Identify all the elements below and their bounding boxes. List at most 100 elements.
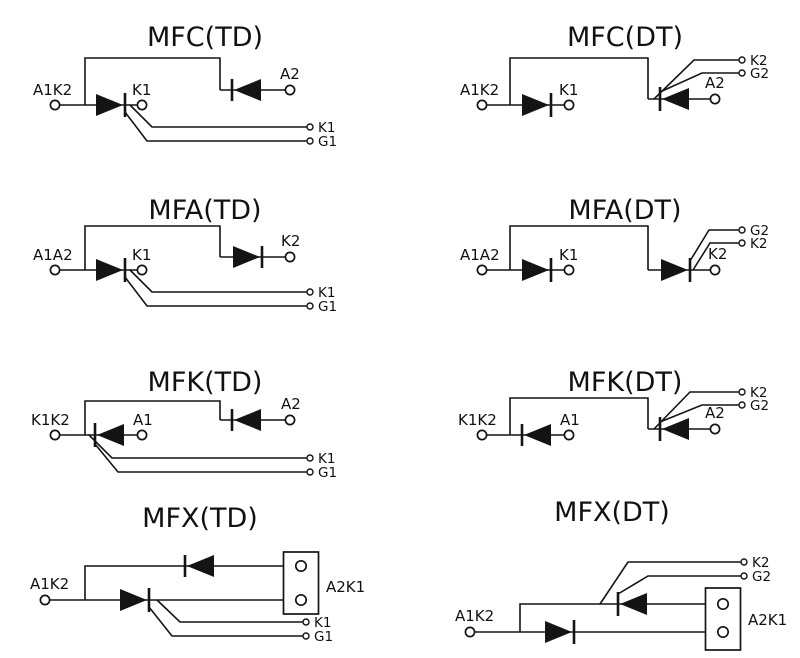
tap-label: G1: [314, 629, 333, 645]
circuit-title: MFC(TD): [147, 22, 263, 53]
tap-terminal: [740, 572, 748, 580]
terminal-label: A1: [133, 411, 153, 429]
tap-label: G2: [750, 66, 769, 82]
block-label: A2K1: [748, 611, 787, 629]
circuit-mfc-td: MFC(TD) A1K2 K1 A2 K1 G1: [33, 22, 337, 150]
circuit-mfx-td: MFX(TD) A1K2 A2K1 K1 G1: [30, 503, 365, 645]
terminal-label: K1: [132, 81, 151, 99]
tap-label: K2: [750, 53, 767, 69]
gate-wire: [94, 443, 307, 473]
terminal-block: [704, 587, 742, 651]
terminal-circle: [476, 99, 488, 111]
diode-icon: [234, 79, 261, 101]
tap-label: G1: [318, 134, 337, 150]
circuit-mfk-td: MFK(TD) K1K2 A1 A2 K1 G1: [31, 367, 337, 481]
terminal-label: A2: [705, 74, 725, 92]
tap-label: K1: [318, 451, 335, 467]
gate-wire: [617, 575, 741, 595]
tap-terminal: [306, 468, 314, 476]
aux-cathode-wire: [129, 104, 307, 128]
tap-terminal: [738, 388, 746, 396]
tap-terminal: [306, 137, 314, 145]
thyristor-icon: [661, 259, 688, 281]
diode-icon: [524, 424, 551, 446]
aux-cathode-wire: [653, 391, 739, 430]
tap-label: K2: [750, 385, 767, 401]
terminal-label: K1: [559, 81, 578, 99]
thyristor-icon: [96, 94, 123, 116]
terminal-label: K1K2: [458, 411, 497, 429]
tap-terminal: [740, 558, 748, 566]
tap-terminal: [738, 226, 746, 234]
terminal-label: K1K2: [31, 411, 70, 429]
terminal-label: K2: [708, 245, 727, 263]
diode-icon: [187, 555, 214, 577]
terminal-block: [282, 551, 320, 615]
gate-wire: [124, 276, 307, 307]
block-hole: [294, 593, 308, 607]
thyristor-icon: [97, 424, 124, 446]
tap-terminal: [302, 618, 310, 626]
aux-cathode-wire: [156, 599, 303, 623]
terminal-circle: [284, 251, 296, 263]
thyristor-icon: [96, 259, 123, 281]
terminal-label: A1A2: [460, 246, 500, 264]
circuit-title: MFK(TD): [148, 367, 263, 398]
diode-icon: [522, 94, 549, 116]
terminal-label: K2: [281, 232, 300, 250]
terminal-circle: [709, 423, 721, 435]
terminal-circle: [39, 594, 51, 606]
circuit-mfk-dt: MFK(DT) K1K2 A1 A2 K2 G2: [458, 367, 769, 446]
gate-wire: [148, 606, 303, 637]
circuit-title: MFX(TD): [142, 503, 258, 534]
gate-wire: [689, 229, 739, 262]
terminal-circle: [49, 99, 61, 111]
tap-label: K2: [750, 236, 767, 252]
tap-label: K2: [752, 555, 769, 571]
terminal-circle: [49, 264, 61, 276]
block-label: A2K1: [326, 578, 365, 596]
terminal-label: A1A2: [33, 246, 73, 264]
circuit-mfa-dt: MFA(DT) A1A2 K1 K2 G2 K2: [460, 195, 769, 282]
tap-terminal: [738, 56, 746, 64]
tap-label: K1: [314, 615, 331, 631]
tap-label: K1: [318, 120, 335, 136]
circuit-title: MFK(DT): [568, 367, 683, 398]
wire: [84, 225, 221, 270]
gate-wire: [659, 404, 739, 423]
terminal-circle: [464, 626, 476, 638]
tap-label: G1: [318, 465, 337, 481]
tap-label: K1: [318, 285, 335, 301]
terminal-circle: [136, 264, 148, 276]
circuit-title: MFA(DT): [568, 195, 681, 226]
wire: [84, 57, 221, 105]
diode-icon: [234, 409, 261, 431]
terminal-circle: [476, 429, 488, 441]
terminal-label: A1: [560, 411, 580, 429]
terminal-label: K1: [559, 246, 578, 264]
tap-terminal: [738, 69, 746, 77]
terminal-label: A2: [280, 65, 300, 83]
terminal-circle: [284, 414, 296, 426]
wire: [84, 400, 221, 435]
thyristor-icon: [620, 593, 647, 615]
terminal-label: A1K2: [33, 81, 72, 99]
wire: [509, 225, 649, 270]
tap-label: G2: [752, 569, 771, 585]
tap-label: G1: [318, 299, 337, 315]
gate-wire: [124, 111, 307, 142]
aux-cathode-wire: [692, 242, 739, 271]
terminal-circle: [284, 84, 296, 96]
tap-terminal: [306, 454, 314, 462]
diode-icon: [545, 621, 572, 643]
circuit-mfc-dt: MFC(DT) A1K2 K1 A2 K2 G2: [460, 22, 769, 117]
terminal-circle: [49, 429, 61, 441]
terminal-label: A2: [705, 404, 725, 422]
terminal-circle: [476, 264, 488, 276]
tap-terminal: [302, 632, 310, 640]
terminal-label: A1K2: [460, 81, 499, 99]
aux-cathode-wire: [599, 561, 741, 605]
thyristor-icon: [662, 88, 689, 110]
